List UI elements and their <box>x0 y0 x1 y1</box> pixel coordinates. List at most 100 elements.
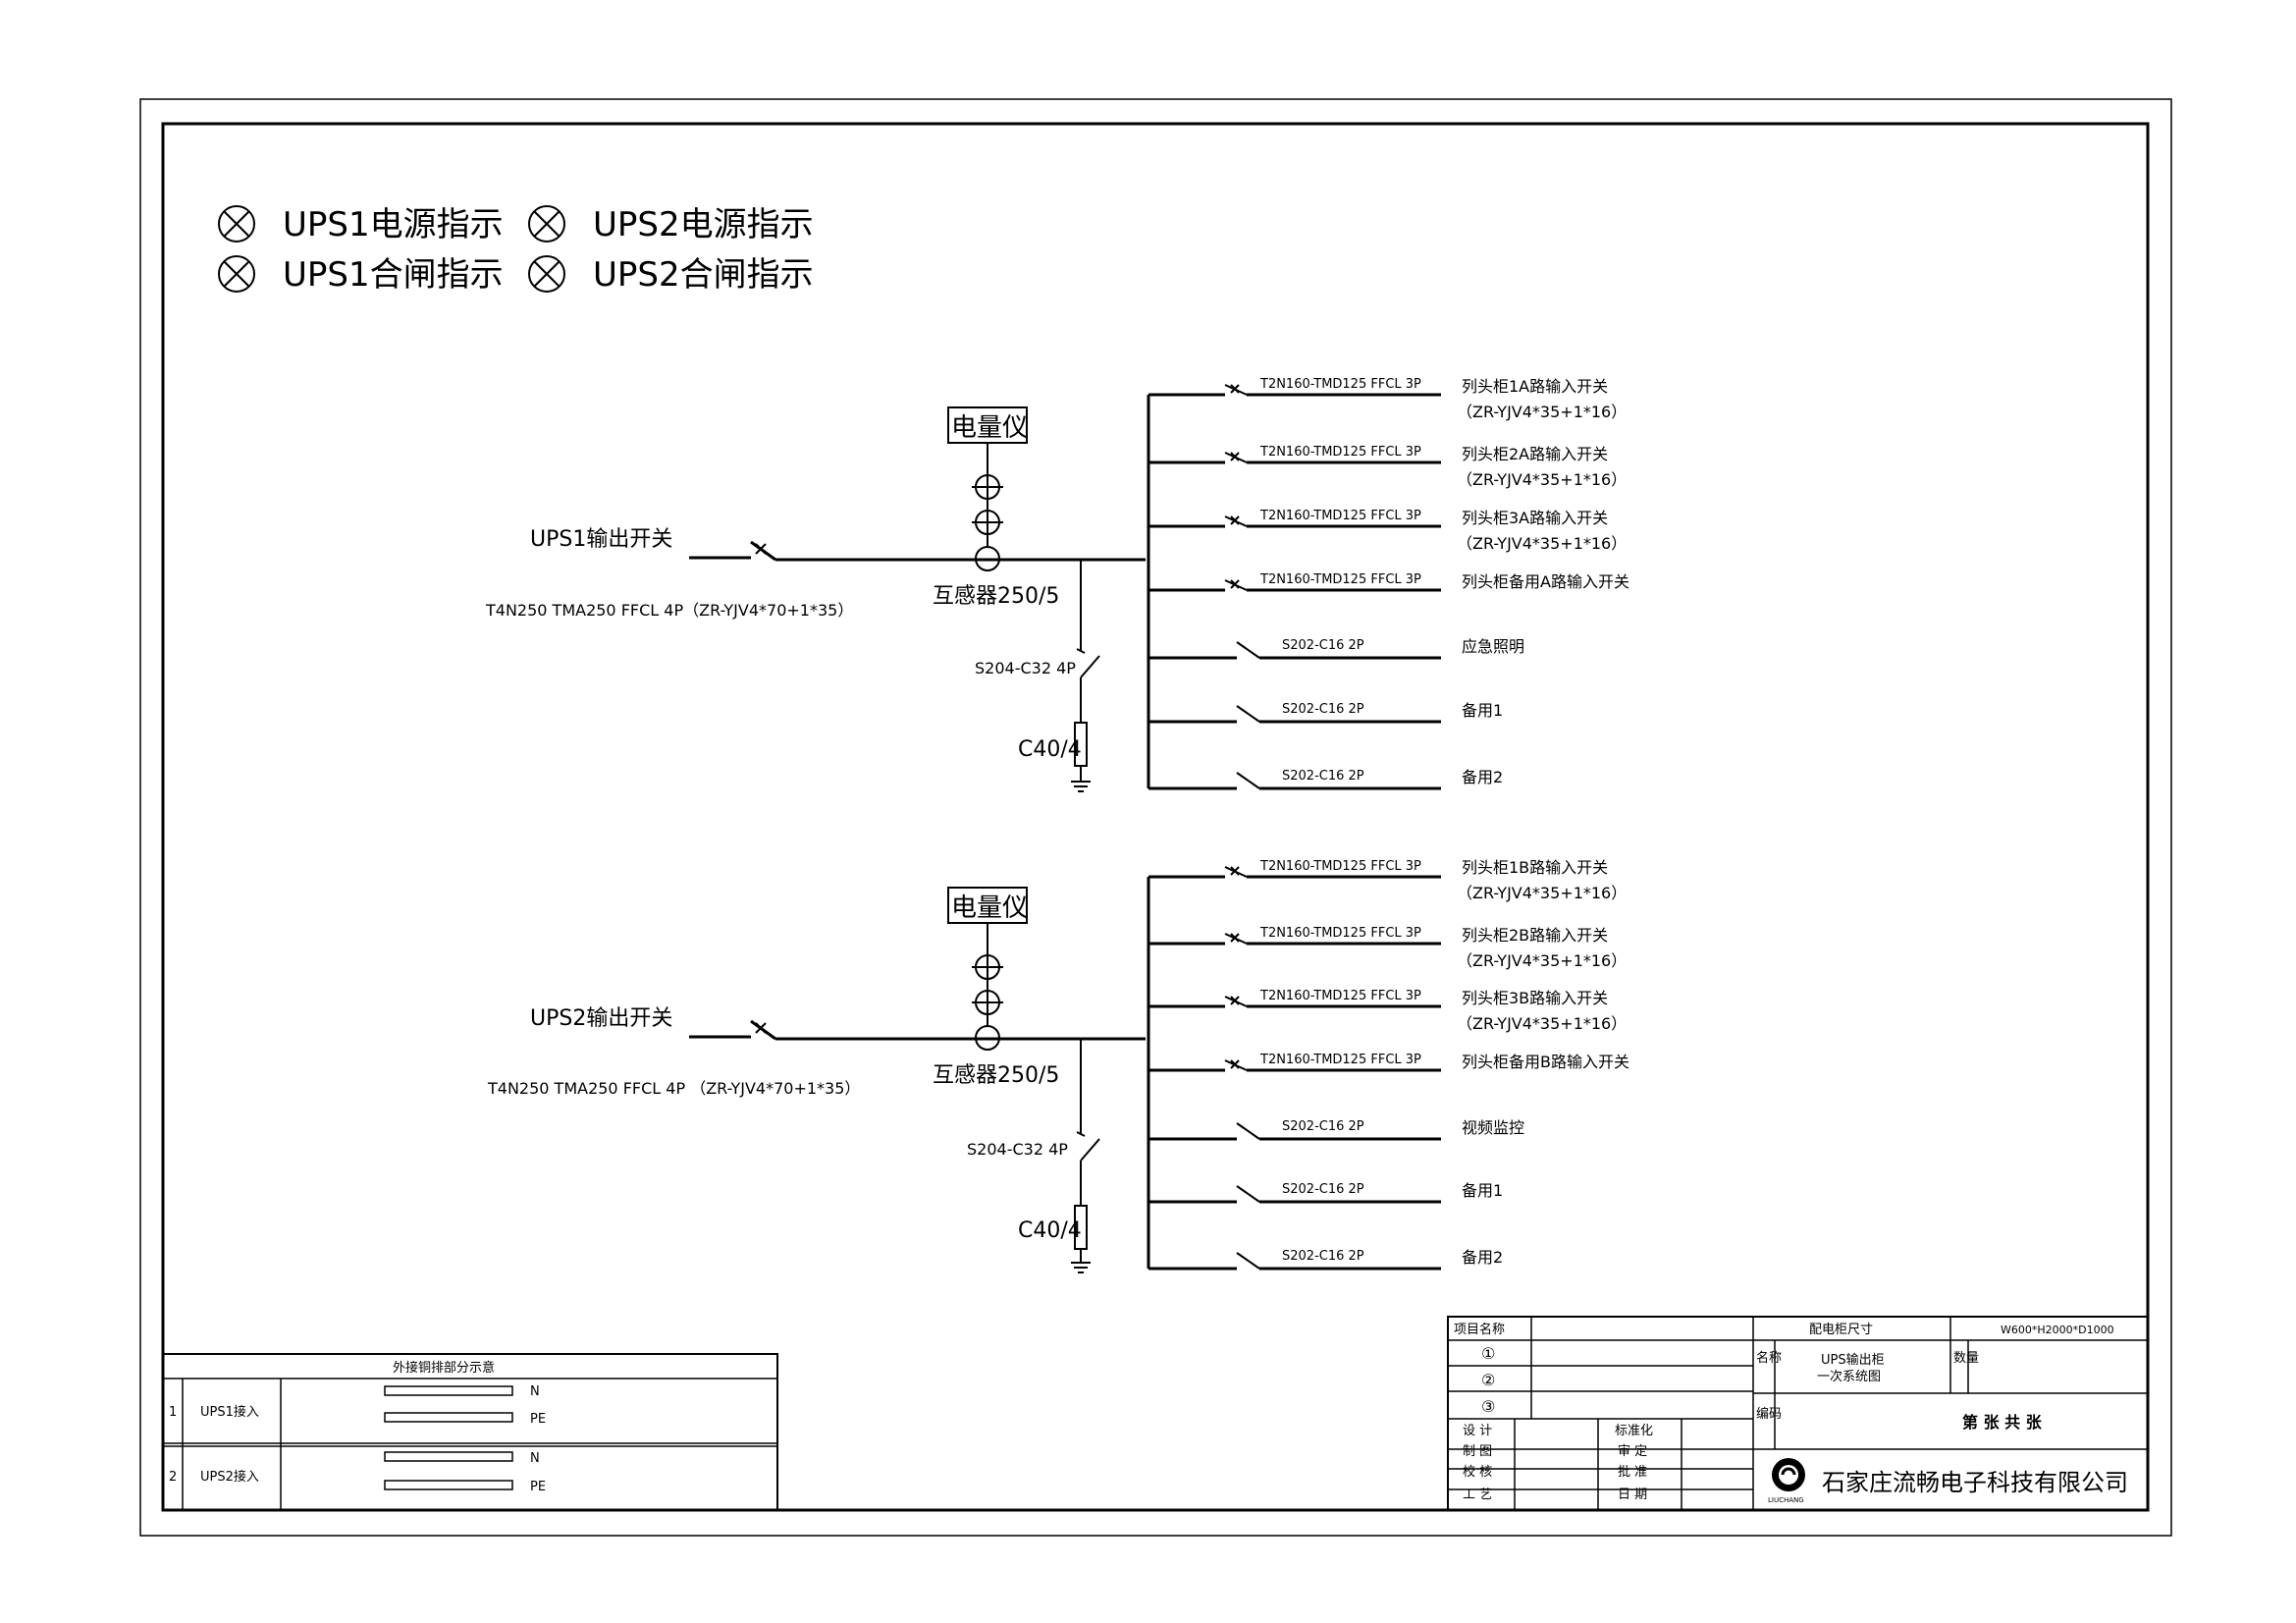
busbar-bar <box>384 1412 513 1423</box>
breaker-icon <box>750 540 776 562</box>
feeder-name: 备用1 <box>1462 1181 1503 1200</box>
role-label: 制 图 <box>1463 1444 1492 1459</box>
feeder-device: T2N160-TMD125 FFCL 3P <box>1259 926 1421 941</box>
feeder-device: S202-C16 2P <box>1282 1249 1364 1264</box>
incoming-switch-spec: T4N250 TMA250 FFCL 4P（ZR-YJV4*70+1*35） <box>485 601 853 620</box>
power-meter-label: 电量仪 <box>951 893 1028 923</box>
drawing-name-2: 一次系统图 <box>1817 1369 1881 1384</box>
inner-frame <box>161 122 2150 1512</box>
feeder-name: 列头柜2B路输入开关 <box>1462 926 1608 945</box>
role-label: 标准化 <box>1615 1424 1653 1438</box>
feeder-cable: （ZR-YJV4*35+1*16） <box>1457 1014 1627 1033</box>
spd-label: C40/4 <box>1018 737 1082 762</box>
lamp-icon <box>218 255 255 293</box>
busbar-bar <box>384 1385 513 1396</box>
feeder-name: 列头柜备用A路输入开关 <box>1462 572 1629 591</box>
busbar-bar-label: PE <box>530 1412 546 1427</box>
legend-label: UPS2电源指示 <box>593 205 814 244</box>
quantity-label: 数量 <box>1953 1351 1979 1366</box>
feeder-cable: （ZR-YJV4*35+1*16） <box>1457 884 1627 902</box>
feeder-device: T2N160-TMD125 FFCL 3P <box>1259 572 1421 587</box>
spd-switch-label: S204-C32 4P <box>967 1140 1068 1159</box>
feeder-name: 应急照明 <box>1462 637 1524 656</box>
feeder-cable: （ZR-YJV4*35+1*16） <box>1457 403 1627 421</box>
feeder-name: 列头柜1B路输入开关 <box>1462 858 1608 877</box>
feeder-name: 列头柜1A路输入开关 <box>1462 377 1608 396</box>
legend-label: UPS2合闸指示 <box>593 255 814 295</box>
feeder-branches: T2N160-TMD125 FFCL 3P 列头柜1B路输入开关 （ZR-YJV… <box>1148 858 1629 1271</box>
company-logo-text: LIUCHANG <box>1768 1496 1804 1504</box>
feeder-name: 列头柜3B路输入开关 <box>1462 989 1608 1007</box>
project-name-label: 项目名称 <box>1454 1322 1505 1337</box>
busbar-bar-label: N <box>530 1451 540 1466</box>
role-label: 批 准 <box>1618 1465 1647 1480</box>
name-label: 名称 <box>1756 1350 1782 1366</box>
feeder-device: T2N160-TMD125 FFCL 3P <box>1259 377 1421 392</box>
current-transformer-icon <box>972 474 1003 571</box>
breaker-icon <box>750 1019 776 1041</box>
busbar-table-title: 外接铜排部分示意 <box>393 1360 495 1376</box>
feeder-cable: （ZR-YJV4*35+1*16） <box>1457 951 1627 970</box>
incoming-switch-label: UPS2输出开关 <box>530 1006 672 1031</box>
role-label: 设 计 <box>1463 1424 1492 1438</box>
feeder-device: S202-C16 2P <box>1282 702 1364 717</box>
company-logo: LIUCHANG <box>1768 1458 1805 1504</box>
ct-label: 互感器250/5 <box>933 1063 1059 1088</box>
busbar-table: 外接铜排部分示意 1 UPS1接入 N PE 2 UPS2接入 N PE <box>162 1353 778 1511</box>
feeder-name: 列头柜2A路输入开关 <box>1462 445 1608 463</box>
lamp-icon <box>218 205 255 243</box>
feeder-name: 备用1 <box>1462 701 1503 720</box>
feeder-device: T2N160-TMD125 FFCL 3P <box>1259 1053 1421 1067</box>
busbar-row-number: 1 <box>169 1405 177 1420</box>
outer-border <box>139 98 2172 1537</box>
current-transformer-icon <box>972 954 1003 1051</box>
spd-switch-label: S204-C32 4P <box>975 659 1076 677</box>
title-block: 项目名称 ① ② ③ 配电柜尺寸 W600*H2000*D1000 名称 UPS… <box>1447 1316 2149 1511</box>
feeder-device: T2N160-TMD125 FFCL 3P <box>1259 859 1421 874</box>
busbar-bar <box>384 1451 513 1462</box>
lamp-icon <box>528 205 565 243</box>
busbar-bar-label: PE <box>530 1480 546 1494</box>
role-label: 日 期 <box>1618 1488 1647 1502</box>
feeder-cable: （ZR-YJV4*35+1*16） <box>1457 470 1627 489</box>
feeder-name: 视频监控 <box>1462 1118 1524 1137</box>
ct-label: 互感器250/5 <box>933 584 1059 609</box>
cabinet-size-value: W600*H2000*D1000 <box>2001 1324 2114 1336</box>
feeder-device: T2N160-TMD125 FFCL 3P <box>1259 509 1421 523</box>
circuit-section-1: UPS1输出开关 T4N250 TMA250 FFCL 4P（ZR-YJV4*7… <box>485 377 1629 792</box>
legend-label: UPS1合闸指示 <box>283 255 504 295</box>
circuit-section-2: UPS2输出开关 T4N250 TMA250 FFCL 4P （ZR-YJV4*… <box>487 858 1629 1273</box>
incoming-switch-spec: T4N250 TMA250 FFCL 4P （ZR-YJV4*70+1*35） <box>487 1079 860 1098</box>
busbar-row-name: UPS1接入 <box>200 1404 259 1420</box>
ground-icon <box>1071 781 1091 792</box>
feeder-device: T2N160-TMD125 FFCL 3P <box>1259 989 1421 1003</box>
busbar-row-number: 2 <box>169 1470 177 1485</box>
ground-icon <box>1071 1262 1091 1273</box>
row-number: ① <box>1481 1344 1495 1363</box>
busbar-bar <box>384 1480 513 1490</box>
feeder-device: S202-C16 2P <box>1282 769 1364 784</box>
feeder-name: 列头柜备用B路输入开关 <box>1462 1053 1629 1071</box>
role-label: 工 艺 <box>1463 1488 1492 1502</box>
cabinet-size-label: 配电柜尺寸 <box>1809 1323 1873 1337</box>
role-label: 校 核 <box>1463 1464 1492 1480</box>
busbar-bar-label: N <box>530 1384 540 1399</box>
incoming-switch-label: UPS1输出开关 <box>530 527 672 552</box>
power-meter-label: 电量仪 <box>951 413 1028 443</box>
role-label: 审 定 <box>1618 1444 1647 1459</box>
sheet-count: 第 张 共 张 <box>1962 1413 2043 1432</box>
feeder-device: S202-C16 2P <box>1282 638 1364 653</box>
drawing-name-1: UPS输出柜 <box>1821 1352 1885 1368</box>
legend-label: UPS1电源指示 <box>283 205 504 244</box>
isolator-icon <box>1076 648 1100 678</box>
company-name: 石家庄流畅电子科技有限公司 <box>1822 1469 2128 1496</box>
lamp-icon <box>528 255 565 293</box>
feeder-name: 备用2 <box>1462 768 1503 786</box>
row-number: ③ <box>1481 1397 1495 1416</box>
feeder-device: S202-C16 2P <box>1282 1182 1364 1197</box>
feeder-name: 列头柜3A路输入开关 <box>1462 509 1608 527</box>
feeder-name: 备用2 <box>1462 1248 1503 1267</box>
feeder-branches: T2N160-TMD125 FFCL 3P 列头柜1A路输入开关 （ZR-YJV… <box>1148 377 1629 790</box>
legend: UPS1电源指示 UPS2电源指示 UPS1合闸指示 UPS2合闸指示 <box>218 205 814 295</box>
